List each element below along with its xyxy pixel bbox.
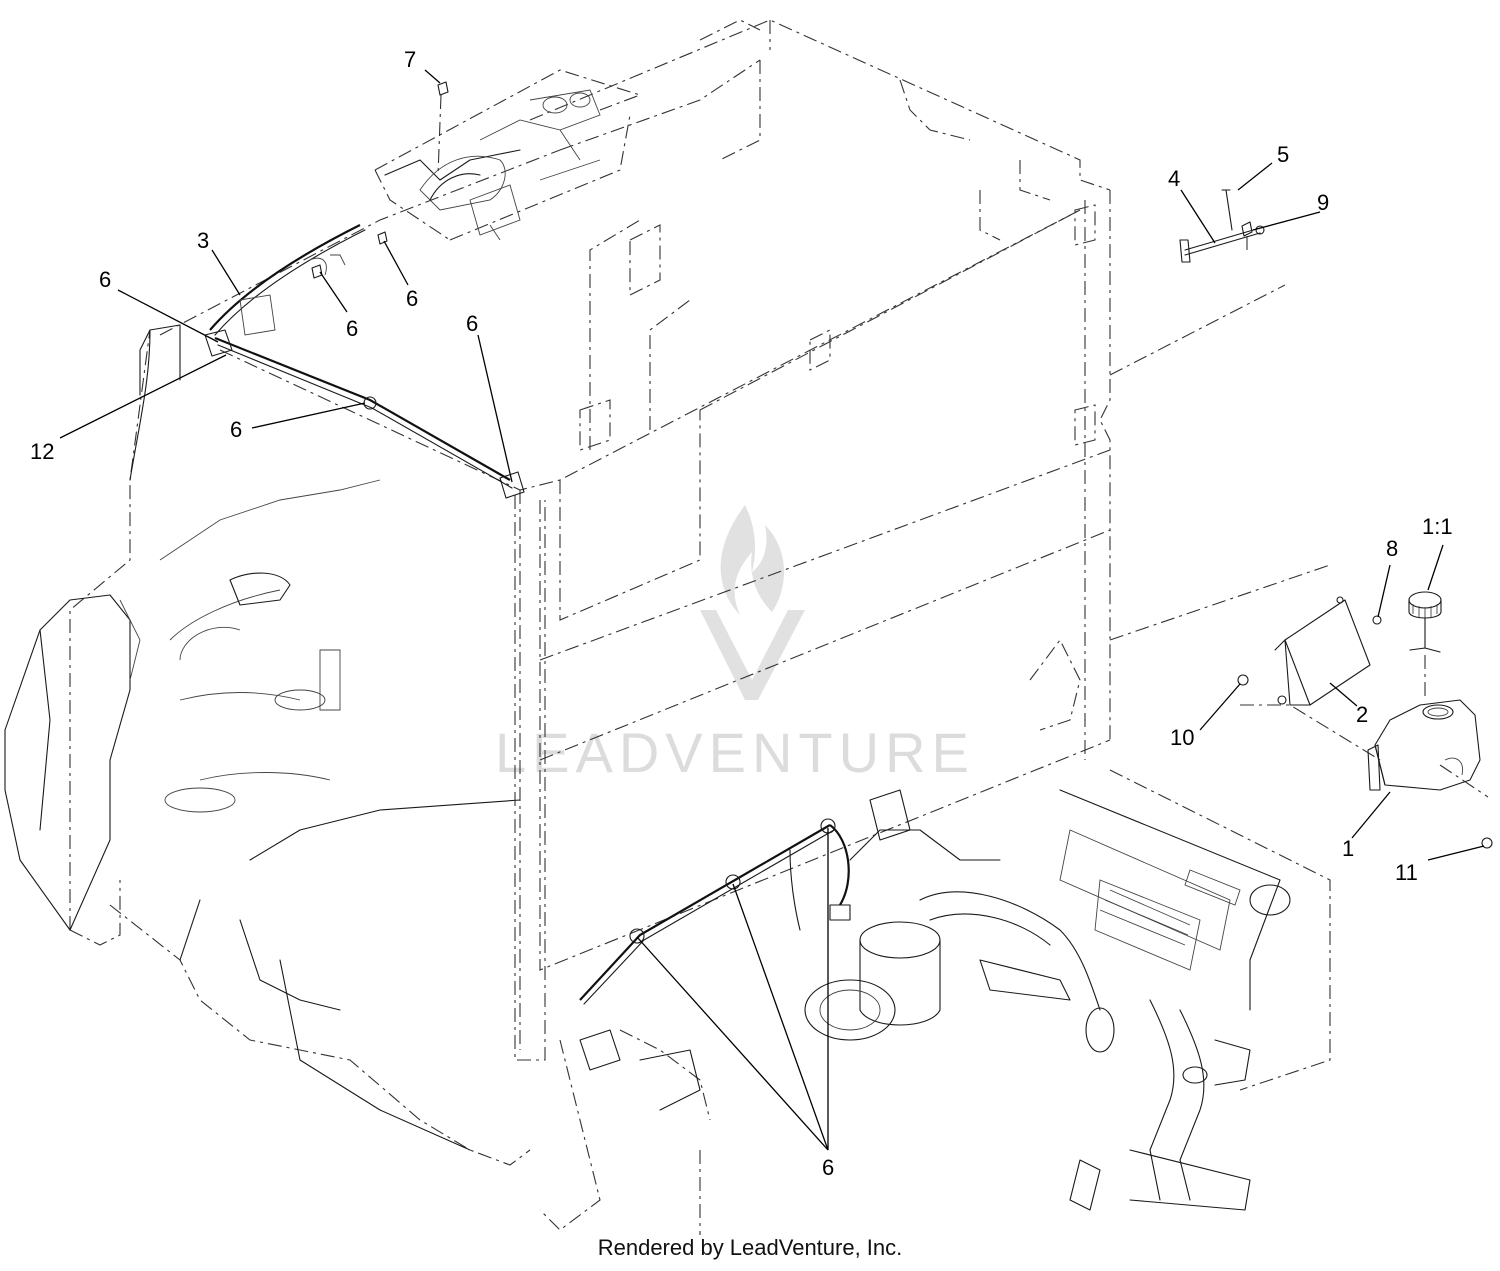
part-7-fitting	[437, 81, 449, 176]
part-11-nut	[1481, 837, 1493, 849]
callout-12: 12	[30, 439, 54, 464]
callout-6-e: 6	[230, 417, 242, 442]
part-10-bolt	[1237, 674, 1249, 686]
leader-lines	[59, 69, 1485, 1151]
footer-credit: Rendered by LeadVenture, Inc.	[597, 1235, 903, 1260]
callouts: 7 3 6 6 6 6 6 12 4 5 9 8 1:1 2 10 1 11 6	[30, 47, 1453, 1180]
callout-6-a: 6	[99, 267, 111, 292]
callout-3: 3	[197, 228, 209, 253]
callout-6-f: 6	[822, 1155, 834, 1180]
part-6-clamps	[311, 231, 388, 279]
instrument-panel	[374, 69, 642, 241]
watermark: LEADVENTURE	[495, 505, 975, 784]
part-5-pin	[1221, 189, 1233, 231]
part-4-rod	[1109, 225, 1286, 376]
machine-body-left	[4, 324, 531, 1166]
engine-assembly	[539, 769, 1331, 1235]
part-2-bracket	[1109, 564, 1381, 761]
callout-1-1: 1:1	[1422, 514, 1453, 539]
leadventure-flame-logo	[700, 505, 805, 700]
part-8-nut	[1372, 615, 1382, 625]
callout-4: 4	[1168, 166, 1180, 191]
callout-10: 10	[1170, 725, 1194, 750]
callout-8: 8	[1386, 536, 1398, 561]
part-1-tank	[1367, 699, 1489, 798]
callout-11: 11	[1395, 860, 1418, 885]
callout-6-c: 6	[346, 316, 358, 341]
part-1-1-cap	[1408, 591, 1442, 700]
callout-1: 1	[1342, 836, 1354, 861]
cab-frame	[159, 19, 1111, 1061]
callout-7: 7	[404, 47, 416, 72]
part-9-clip	[1241, 221, 1253, 237]
hose-harness-upper	[204, 224, 525, 499]
watermark-text: LEADVENTURE	[495, 721, 975, 784]
hose-harness-lower	[579, 818, 851, 1005]
callout-2: 2	[1356, 702, 1368, 727]
callout-5: 5	[1277, 142, 1289, 167]
callout-6-b: 6	[406, 286, 418, 311]
callout-6-d: 6	[466, 311, 478, 336]
callout-9: 9	[1317, 190, 1329, 215]
